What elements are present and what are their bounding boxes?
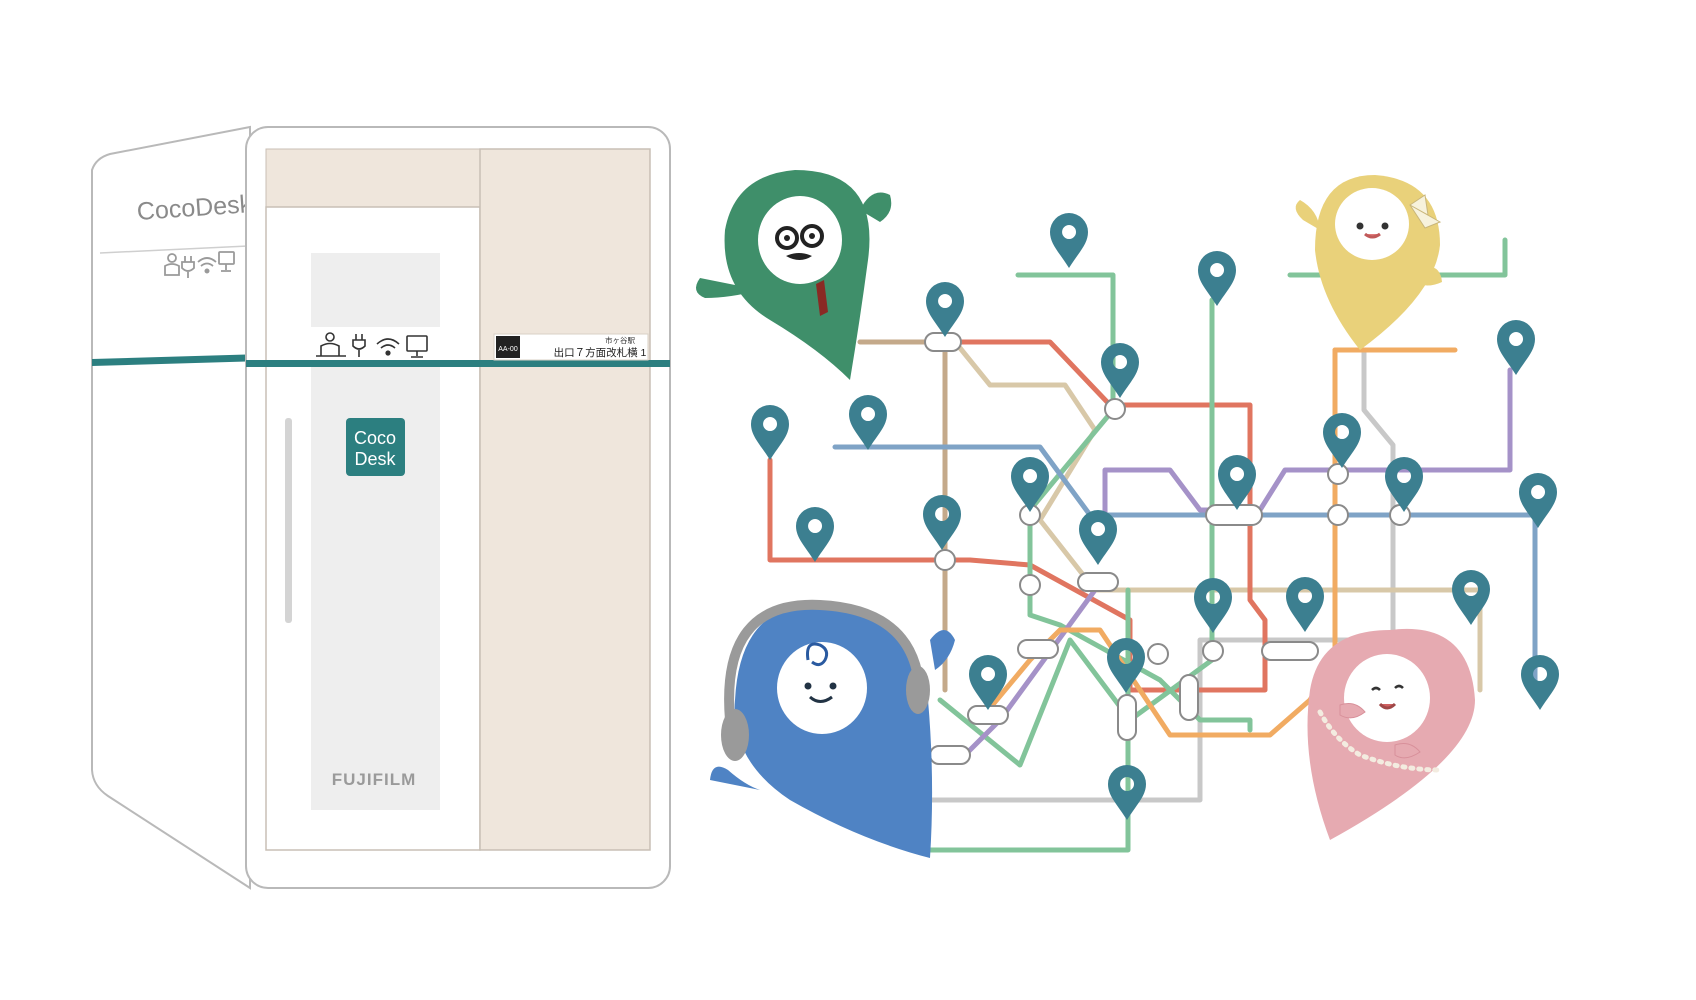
side-divider	[99, 245, 249, 254]
door-amenity-icons	[316, 332, 428, 358]
location-pin-icon	[1385, 457, 1423, 512]
monitor-icon	[218, 251, 235, 272]
blue-mascot	[710, 599, 955, 858]
desk-person-icon	[164, 253, 180, 276]
location-pin-icon	[926, 282, 964, 337]
yellow-mascot	[1295, 175, 1442, 350]
location-pin-icon	[1519, 473, 1557, 528]
location-pin-icon	[1079, 510, 1117, 565]
location-pin-icon	[796, 507, 834, 562]
location-pin-icon	[1521, 655, 1559, 710]
side-teal-band	[92, 354, 262, 366]
side-amenity-icons	[164, 251, 235, 278]
location-pin-icon	[751, 405, 789, 460]
front-teal-band	[246, 360, 670, 367]
top-left-panel	[265, 148, 481, 208]
logo-line2: Desk	[354, 449, 396, 469]
pink-mascot	[1307, 628, 1475, 840]
logo-line1: Coco	[354, 428, 396, 448]
location-pin-icon	[1108, 765, 1146, 820]
location-pin-icon	[849, 395, 887, 450]
power-plug-icon	[352, 334, 366, 357]
cocodesk-logo	[346, 418, 405, 476]
line-green-2	[937, 297, 1215, 768]
line-beige	[957, 345, 1483, 693]
location-pin-icon	[1107, 638, 1145, 693]
location-pin-icon	[1323, 413, 1361, 468]
power-plug-icon	[181, 256, 195, 278]
monitor-icon	[406, 335, 428, 358]
location-pin-icon	[1497, 320, 1535, 375]
wifi-icon	[197, 257, 217, 274]
right-panel	[479, 148, 651, 851]
sign-code-box	[496, 336, 520, 358]
line-purple	[1102, 367, 1513, 523]
location-pin-icon	[1050, 213, 1088, 268]
location-pin-icon	[969, 655, 1007, 710]
location-pin-icon	[1286, 577, 1324, 632]
manufacturer-logo: FUJIFILM	[332, 770, 417, 789]
sign-location: 出口７方面改札横 1	[554, 346, 647, 359]
location-pin-icon	[1194, 578, 1232, 633]
desk-person-icon	[316, 332, 346, 357]
location-pin-icon	[1452, 570, 1490, 625]
location-pin-icon	[1218, 455, 1256, 510]
wifi-icon	[376, 338, 400, 356]
location-pin-icon	[1198, 251, 1236, 306]
map-pins	[751, 213, 1559, 820]
location-pin-icon	[1011, 457, 1049, 512]
location-sign: AA-00 市ヶ谷駅 出口７方面改札横 1	[493, 333, 649, 361]
green-mascot	[696, 170, 892, 380]
location-pin-icon	[1101, 343, 1139, 398]
door-handle[interactable]	[285, 418, 292, 623]
location-pin-icon	[923, 495, 961, 550]
station-nodes	[924, 332, 1411, 765]
sign-code: AA-00	[498, 346, 518, 353]
cocodesk-booth: CocoDesk	[91, 125, 671, 890]
sign-station: 市ヶ谷駅	[605, 335, 635, 345]
line-green	[1015, 272, 1253, 733]
subway-map	[751, 213, 1559, 853]
